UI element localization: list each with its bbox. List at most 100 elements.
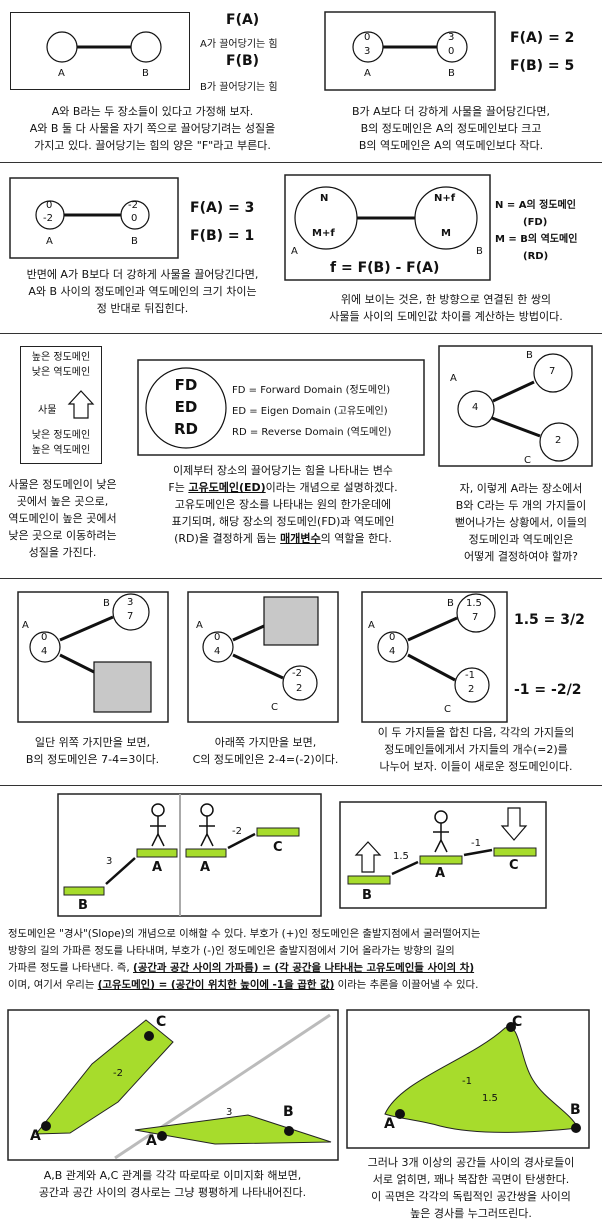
- c-rd: 2: [468, 684, 475, 695]
- caption-3b: 이제부터 장소의 끌어당기는 힘을 나타내는 변수 F는 고유도메인(ED)이라…: [168, 464, 398, 545]
- a-rd: 4: [214, 646, 221, 657]
- fa-value: F(A) = 2: [510, 30, 575, 46]
- up-arrow-icon: [67, 390, 95, 419]
- node-a-label: A: [291, 246, 298, 257]
- surface-value: 1.5: [482, 1093, 498, 1104]
- node-c-label: C: [444, 704, 451, 715]
- stair-b-label: B: [362, 888, 372, 903]
- fa-value: F(A) = 3: [190, 200, 255, 216]
- slope-value: -2: [232, 826, 242, 837]
- caption-6a: A,B 관계와 A,C 관계를 각각 따로따로 이미지화 해보면,공간과 공간 …: [38, 1169, 307, 1199]
- fb-value: F(B) = 5: [510, 58, 575, 74]
- a-fd: 0: [364, 32, 371, 43]
- domain-formula: f = F(B) - F(A): [330, 260, 440, 276]
- b-fd: N+f: [434, 193, 456, 204]
- b-rd: M: [441, 228, 451, 239]
- node-c-label: C: [271, 702, 278, 713]
- c-fd: -2: [292, 668, 302, 679]
- a-fd: 0: [41, 632, 48, 643]
- tree-a-value: 4: [472, 402, 479, 413]
- surface-b-label: B: [570, 1102, 581, 1118]
- fraction-eq-1: 1.5 = 3/2: [514, 612, 585, 628]
- node-a-label: A: [46, 236, 53, 247]
- up-arrow-icon: [354, 841, 382, 873]
- a-rd: 4: [41, 646, 48, 657]
- c-rd: 2: [296, 683, 303, 694]
- node-b-label: B: [447, 598, 454, 609]
- domain-definitions: FD = Forward Domain (정도메인)ED = Eigen Dom…: [232, 385, 392, 438]
- plane-c-label: C: [156, 1014, 167, 1030]
- plane-a-label: A: [146, 1133, 157, 1149]
- b-fd: 3: [448, 32, 455, 43]
- a-rd: -2: [43, 213, 53, 224]
- person-icon: [433, 810, 449, 853]
- tree-a-label: A: [450, 373, 457, 384]
- slope-value: -1: [471, 838, 481, 849]
- a-rd: 3: [364, 46, 371, 57]
- divider: [0, 162, 602, 163]
- a-rd: 4: [389, 646, 396, 657]
- b-rd: 7: [127, 611, 134, 622]
- node-b-label: B: [448, 68, 455, 79]
- node-b-label: B: [131, 236, 138, 247]
- b-fd: 1.5: [466, 598, 482, 609]
- stair-c-label: C: [273, 840, 283, 855]
- stair-a-label: A: [152, 860, 163, 875]
- tree-c-label: C: [524, 455, 531, 466]
- node-a-label: A: [22, 620, 29, 631]
- node-a-label: A: [368, 620, 375, 631]
- b-rd: 0: [448, 46, 455, 57]
- b-fd: 3: [127, 597, 134, 608]
- hidden-branch-box: [93, 661, 152, 713]
- caption-1b: B가 A보다 더 강하게 사물을 끌어당긴다면,B의 정도메인은 A의 정도메인…: [352, 105, 550, 152]
- b-rd: 7: [472, 612, 479, 623]
- slope-value: 3: [106, 856, 113, 867]
- node-b-label: B: [142, 68, 149, 79]
- surface-value: -1: [462, 1076, 472, 1087]
- surface-a-label: A: [384, 1116, 395, 1132]
- a-rd: M+f: [312, 228, 335, 239]
- person-icon: [199, 803, 215, 847]
- divider: [0, 578, 602, 579]
- down-arrow-icon: [500, 807, 528, 841]
- stair-c-label: C: [509, 858, 519, 873]
- divider: [0, 333, 602, 334]
- node-a-label: A: [364, 68, 371, 79]
- fa-title: F(A): [226, 12, 260, 28]
- c-fd: -1: [465, 670, 475, 681]
- domain-legend: N = A의 정도메인 (FD) M = B의 역도메인 (RD): [495, 200, 578, 262]
- fb-title: F(B): [226, 53, 260, 69]
- person-icon: [150, 803, 166, 847]
- b-fd: -2: [128, 200, 138, 211]
- tree-b-label: B: [526, 350, 533, 361]
- slope-value: 1.5: [393, 851, 409, 862]
- node-a-label: A: [196, 620, 203, 631]
- plane-slope-value: -2: [113, 1068, 123, 1079]
- fraction-eq-2: -1 = -2/2: [514, 682, 582, 698]
- plane-b-label: B: [283, 1104, 294, 1120]
- a-fd: N: [320, 193, 329, 204]
- fb-value: F(B) = 1: [190, 228, 255, 244]
- a-fd: 0: [389, 632, 396, 643]
- caption-1a: A와 B라는 두 장소들이 있다고 가정해 보자.A와 B 둘 다 사물을 자기…: [29, 105, 276, 152]
- fb-desc: B가 끌어당기는 힘: [200, 82, 278, 93]
- fa-desc: A가 끌어당기는 힘: [200, 39, 278, 50]
- stair-a-label: A: [200, 860, 211, 875]
- caption-5: 정도메인은 "경사"(Slope)의 개념으로 이해할 수 있다. 부호가 (+…: [8, 928, 481, 991]
- node-b-label: B: [103, 598, 110, 609]
- a-fd: 0: [46, 200, 53, 211]
